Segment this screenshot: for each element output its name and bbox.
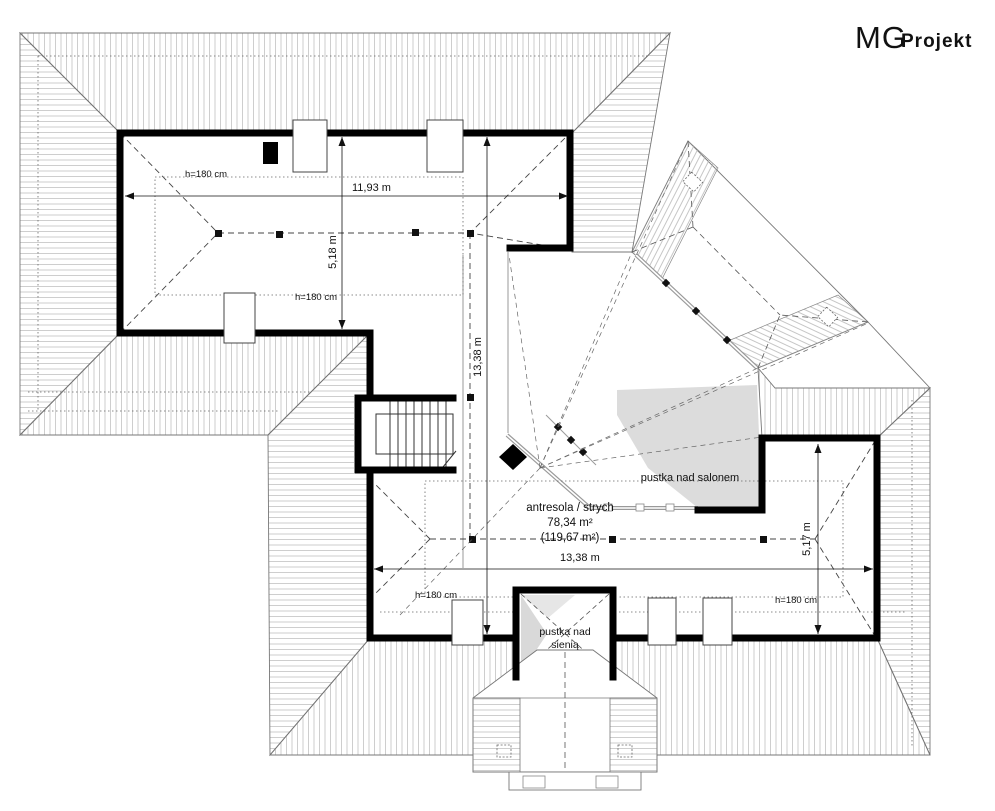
roofA-top-slope [18, 32, 672, 134]
roof-surfaces [18, 31, 932, 757]
stair-break-line [442, 450, 457, 468]
porch-window-2 [617, 744, 633, 758]
wing-roof-window-2 [817, 306, 839, 328]
entry-void-shade-top [521, 595, 575, 618]
black-chimney [263, 142, 278, 164]
dimension-labels: 11,93 m 5,18 m 13,38 m 13,38 m 5,17 m h=… [185, 169, 817, 606]
knee-height-label-3: h=180 cm [415, 590, 457, 601]
entry-void-shade-left [521, 595, 547, 673]
room-labels: antresola / strych 78,34 m² (119,67 m²) … [526, 472, 739, 651]
dim-upper-depth: 5,18 m [327, 235, 339, 269]
brand-logo: MG Projekt [855, 20, 972, 55]
glazing-mullions [553, 278, 732, 512]
void-sien-label-2: sienią [551, 639, 579, 651]
staircase [354, 394, 457, 474]
void-over-salon-shade [617, 385, 762, 508]
logo-mg-text: MG [855, 20, 907, 55]
knee-height-label-2: h=180 cm [295, 292, 337, 303]
ridge-node-squares [215, 229, 767, 543]
knee-height-label-4: h=180 cm [775, 595, 817, 606]
mezzanine-edges [462, 252, 509, 568]
dimension-lines [125, 137, 873, 634]
chimneys [223, 119, 733, 646]
void-salon-label: pustka nad salonem [641, 472, 739, 484]
stair-landing [375, 413, 454, 455]
ridge-lines [119, 130, 876, 637]
roof-hip-lines [19, 32, 931, 756]
room-area: 78,34 m² [547, 517, 593, 529]
fan-rays [399, 142, 867, 616]
knee-height-label-1: h=180 cm [185, 169, 227, 180]
logo-projekt-text: Projekt [901, 31, 972, 52]
glazing-walls [505, 253, 759, 512]
dim-lower-width: 13,38 m [560, 552, 600, 564]
wing-roof-window-1 [682, 171, 704, 193]
flue-diamond [499, 444, 527, 470]
room-area-total: (119,67 m²) [541, 532, 600, 544]
dim-upper-width: 11,93 m [352, 182, 391, 194]
dim-total-depth: 13,38 m [472, 337, 484, 377]
knee-wall-dotted [154, 176, 844, 598]
room-name: antresola / strych [526, 502, 614, 514]
dim-lower-depth: 5,17 m [801, 522, 813, 556]
void-sien-label-1: pustka nad [539, 626, 591, 638]
rotated-wing-roof [631, 140, 869, 369]
porch-window-1 [496, 744, 512, 758]
